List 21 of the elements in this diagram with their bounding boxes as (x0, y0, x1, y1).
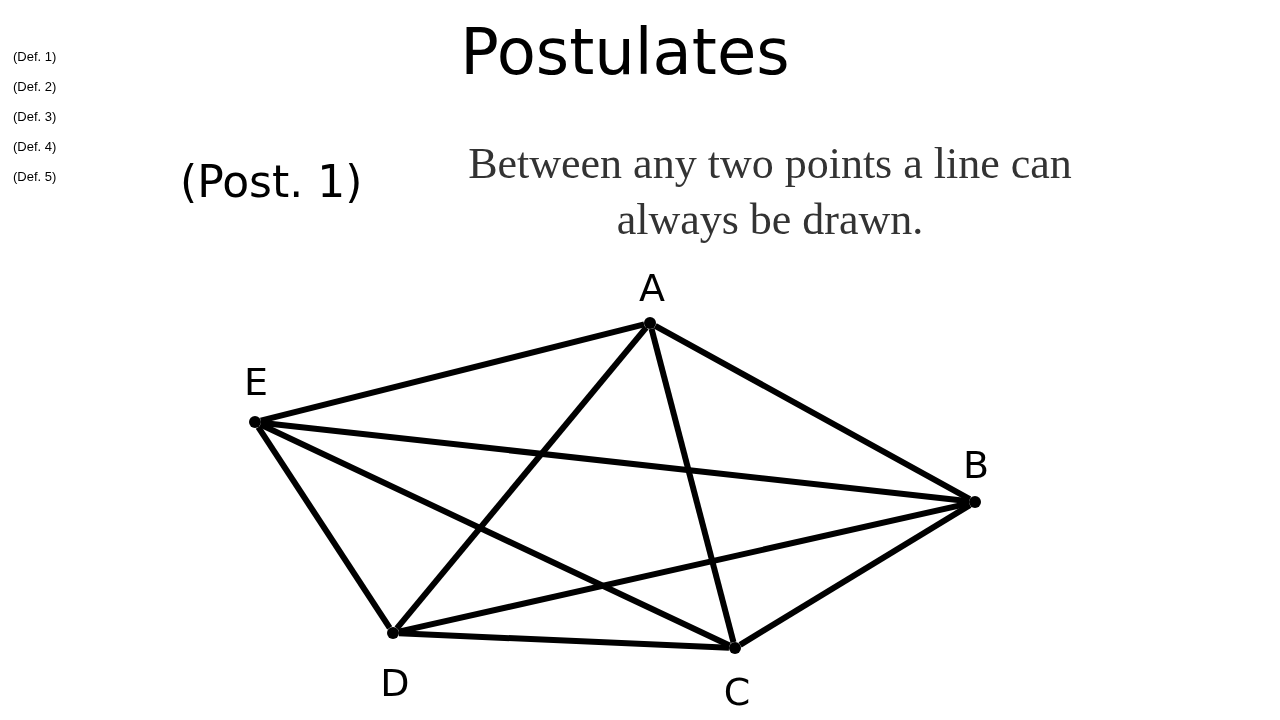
point-label: E (244, 360, 268, 404)
line-segment (648, 328, 737, 643)
line-segment (653, 323, 972, 502)
point-label: C (723, 670, 751, 714)
line-segment (398, 630, 730, 651)
title: Postulates (459, 14, 791, 91)
line-segment (255, 425, 393, 630)
definition-reference: (Def. 2) (13, 78, 57, 96)
point-label: B (962, 443, 990, 487)
definition-reference: (Def. 4) (13, 138, 57, 156)
line-segment (738, 502, 972, 648)
definition-reference: (Def. 3) (13, 108, 57, 126)
point-label: D (380, 661, 410, 705)
line-segment (260, 419, 970, 505)
line-segment (394, 325, 649, 631)
definition-reference: (Def. 5) (13, 168, 57, 186)
postulate-statement: Between any two points a line can always be drawn. (467, 138, 1073, 246)
line-segment (260, 321, 645, 424)
postulate-label: (Post. 1) (180, 155, 363, 209)
definition-reference: (Def. 1) (13, 48, 57, 66)
point-label: A (639, 266, 665, 310)
